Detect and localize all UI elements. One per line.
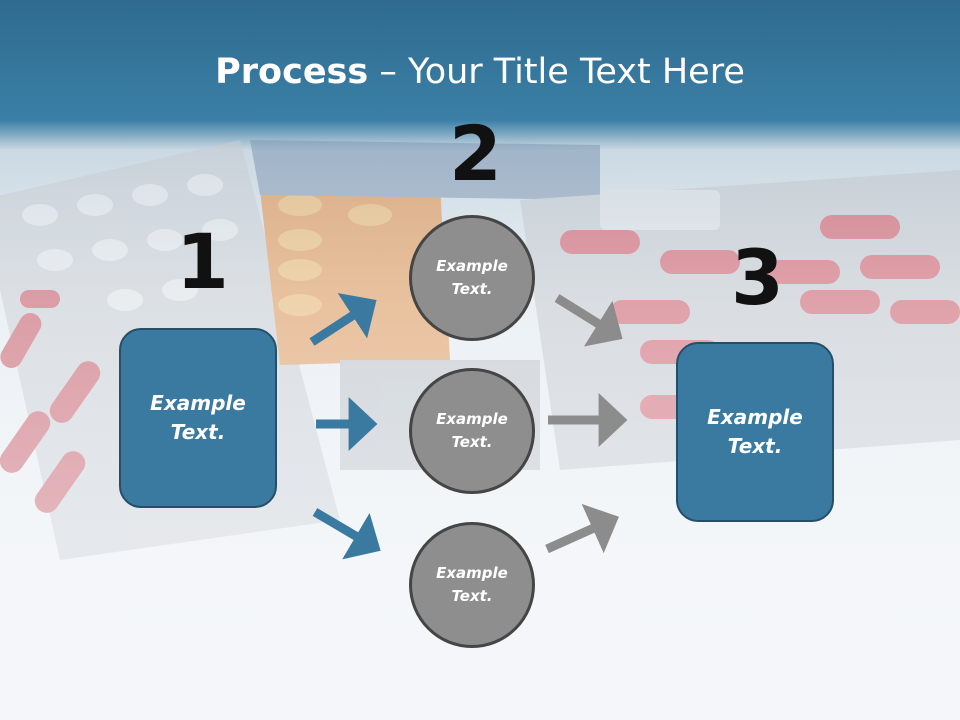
step-2-label-top: Example Text. [436,256,508,298]
step-number-1: 1 [176,217,229,306]
arrow-2a-to-3 [554,294,623,347]
step-2-label-bottom: Example Text. [436,563,508,605]
step-2-circle-top: Example Text. [409,215,535,341]
arrow-1-to-2c [312,508,381,560]
step-number-2: 2 [449,109,502,198]
step-3-label: Example Text. [707,405,803,458]
step-3-box: Example Text. [676,342,834,522]
step-2-label-middle: Example Text. [436,409,508,451]
step-2-circle-bottom: Example Text. [409,522,535,648]
step-1-label: Example Text. [150,391,246,444]
step-2-circle-middle: Example Text. [409,368,535,494]
step-number-3: 3 [731,233,784,322]
step-1-box: Example Text. [119,328,277,508]
title-bold-text: Process [215,52,369,92]
arrow-1-to-2a [309,293,377,346]
title-rest-text: – Your Title Text Here [368,52,745,92]
arrow-2c-to-3 [545,503,619,554]
slide-title: Process – Your Title Text Here [0,52,960,92]
